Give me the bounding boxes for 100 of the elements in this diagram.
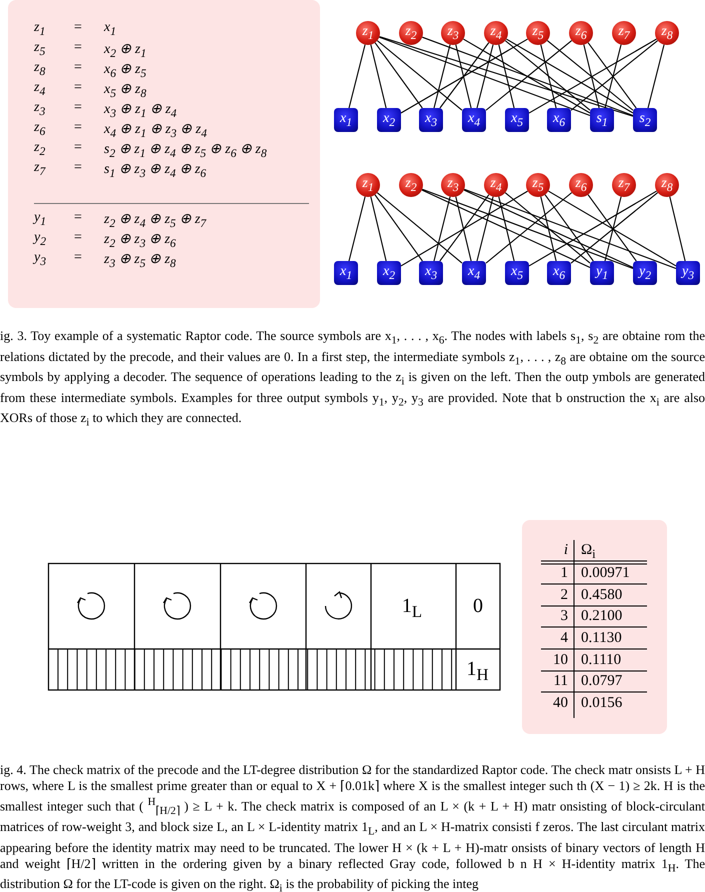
connector-line: [464, 190, 634, 268]
symbol-node: x$_{4}$: [462, 261, 486, 285]
connector-line: [583, 44, 600, 108]
symbol-node: x$_{4}$: [462, 108, 486, 132]
table-cell-text: 40: [552, 694, 568, 712]
equation: z$_{6}$ = x$_{4}$ ⊕ z$_{1}$ ⊕ z$_{3}$ ⊕ z$_{4}$: [34, 120, 207, 140]
symbol-node: x$_{6}$: [547, 261, 571, 285]
table-cell-text: 3: [560, 607, 568, 625]
connector-line: [376, 192, 462, 264]
column-header: Ω$_{i}$: [581, 541, 597, 563]
connector-line: [400, 190, 528, 266]
symbol-node: x$_{6}$: [547, 108, 571, 132]
connector-line: [528, 190, 657, 266]
symbol-node: x$_{5}$: [505, 261, 529, 285]
connector-line: [348, 196, 366, 262]
connector-line: [400, 38, 528, 114]
figure-caption: ig. 4. The check matrix of the precode and the LT-degree distribution Ω for the standardized Raptor code. The check matr onsists L + H rows, where L is the smallest prime greater than or equal to X + ⌈0.01k⌉ where X is the smallest integer such th (X − 1) ≥ 2k. H is the smallest integer such that ( $^{H}$$_{⌈H/2⌉}$ ) ≥ L + k. The check matrix is composed of an L × (k + L + H) matr onsisting of block-circulant matrices of row-weight 3, and block size L, an L × L-identity matrix 1$_{L}$, and an L × H-matrix consisti f zeros. The last circulant matrix appearing before the identity matrix may need to be truncated. The lower H × (k + L + H)-matr onsists of binary vectors of length H and weight ⌈H/2⌉ written in the ordering given by a binary reflected Gray code, followed b n H × H-identity matrix 1$_{H}$. The distribution Ω for the LT-code is given on the right. Ω$_{i}$ is the probability of picking the integ: [0, 762, 705, 892]
connector-line: [570, 40, 658, 111]
connector-line: [464, 188, 676, 270]
connector-line: [604, 196, 622, 262]
connector-line: [498, 44, 515, 108]
intermediate-symbol-node: z$_{2}$: [399, 173, 423, 197]
symbol-node: x$_{3}$: [419, 108, 443, 132]
symbol-node: y$_{2}$: [633, 261, 657, 285]
connector-line: [486, 40, 572, 111]
connector-line: [374, 42, 423, 108]
connector-line: [422, 36, 634, 116]
matrix-label: 0: [472, 597, 484, 615]
table-cell-text: 10: [552, 651, 568, 669]
intermediate-symbol-node: z$_{7}$: [612, 173, 636, 197]
connector-line: [370, 44, 387, 108]
intermediate-symbol-node: z$_{8}$: [655, 21, 679, 45]
column-header: i: [562, 541, 568, 559]
connector-line: [588, 194, 637, 262]
intermediate-symbol-node: z$_{5}$: [526, 21, 550, 45]
symbol-node: x$_{1}$: [334, 261, 358, 285]
equation: z$_{8}$ = x$_{6}$ ⊕ z$_{5}$: [34, 60, 146, 80]
symbol-node: s$_{2}$: [633, 108, 657, 132]
connector-line: [440, 42, 490, 108]
connector-line: [422, 188, 634, 269]
connector-line: [506, 38, 634, 114]
equation: y$_{2}$ = z$_{2}$ ⊕ z$_{3}$ ⊕ z$_{6}$: [34, 230, 176, 250]
figure-caption: ig. 3. Toy example of a systematic Raptor code. The source symbols are x$_{1}$, . . . , x$_{6}$. The nodes with labels s$_{1}$, s$_{2}$ are obtaine rom the relations dictated by the precode, and their values are 0. In a first step, the intermediate symbols z$_{1}$, . . . , z$_{8}$ are obtaine om the source symbols by applying a decoder. The sequence of operations leading to the z$_{i}$ is given on the left. Then the outp ymbols are generated from these intermediate symbols. Examples for three output symbols y$_{1}$, y$_{2}$, y$_{3}$ are provided. Note that b onstruction the x$_{i}$ are also XORs of those z$_{i}$ to which they are connected.: [0, 328, 705, 431]
connector-line: [379, 36, 590, 116]
table-cell-text: 0.0797: [581, 672, 624, 690]
connector-line: [504, 192, 590, 264]
table-cell-text: 11: [552, 672, 568, 690]
connector-line: [434, 44, 451, 108]
intermediate-symbol-node: z$_{3}$: [441, 173, 465, 197]
connector-line: [648, 44, 665, 108]
equation: z$_{2}$ = s$_{2}$ ⊕ z$_{1}$ ⊕ z$_{4}$ ⊕ z$_{5}$ ⊕ z$_{6}$ ⊕ z$_{8}$: [34, 140, 267, 160]
matrix-label: 1$_{L}$: [400, 597, 424, 621]
connector-line: [374, 194, 423, 262]
symbol-node: s$_{1}$: [590, 108, 614, 132]
intermediate-symbol-node: z$_{7}$: [612, 21, 636, 45]
equation: z$_{5}$ = x$_{2}$ ⊕ z$_{1}$: [34, 40, 146, 60]
connector-line: [476, 44, 494, 108]
intermediate-symbol-node: z$_{6}$: [569, 173, 593, 197]
connector-line: [540, 196, 557, 262]
intermediate-symbol-node: z$_{2}$: [399, 21, 423, 45]
connector-line: [570, 192, 658, 264]
connector-line: [455, 44, 472, 108]
symbol-node: x$_{1}$: [334, 108, 358, 132]
table-cell-text: 0.0156: [581, 694, 624, 712]
symbol-node: x$_{5}$: [505, 108, 529, 132]
intermediate-symbol-node: z$_{4}$: [484, 173, 508, 197]
table-cell-text: 0.4580: [581, 586, 624, 604]
intermediate-symbol-node: z$_{1}$: [356, 173, 380, 197]
equation: z$_{3}$ = x$_{3}$ ⊕ z$_{1}$ ⊕ z$_{4}$: [34, 100, 177, 120]
table-cell-text: 0.00971: [581, 564, 631, 582]
connector-line: [588, 42, 637, 108]
connector-line: [348, 44, 366, 108]
connector-line: [476, 196, 494, 262]
connector-line: [498, 196, 515, 262]
equation: z$_{4}$ = x$_{5}$ ⊕ z$_{8}$: [34, 80, 146, 100]
connector-line: [463, 38, 590, 114]
connector-line: [546, 40, 634, 111]
connector-line: [544, 194, 594, 262]
equation: z$_{7}$ = s$_{1}$ ⊕ z$_{3}$ ⊕ z$_{4}$ ⊕ z$_{6}$: [34, 160, 206, 180]
intermediate-symbol-node: z$_{6}$: [569, 21, 593, 45]
connector-line: [604, 44, 622, 108]
connector-line: [433, 196, 451, 262]
table-cell-text: 0.2100: [581, 607, 624, 625]
connector-line: [548, 190, 676, 266]
connector-line: [455, 196, 472, 262]
equations-panel: [8, 0, 320, 308]
connector-line: [379, 36, 634, 117]
equation: y$_{3}$ = z$_{3}$ ⊕ z$_{5}$ ⊕ z$_{8}$: [34, 250, 176, 270]
connector-line: [669, 196, 686, 262]
table-cell-text: 1: [560, 564, 568, 582]
intermediate-symbol-node: z$_{3}$: [441, 21, 465, 45]
symbol-node: x$_{3}$: [419, 261, 443, 285]
table-cell-text: 4: [560, 629, 568, 647]
connector-line: [540, 44, 557, 108]
connector-line: [439, 194, 490, 262]
symbol-node: x$_{2}$: [377, 108, 401, 132]
equation: z$_{1}$ = x$_{1}$: [34, 20, 116, 38]
equation: y$_{1}$ = z$_{2}$ ⊕ z$_{4}$ ⊕ z$_{5}$ ⊕ z$_{7}$: [34, 210, 206, 230]
intermediate-symbol-node: z$_{4}$: [484, 21, 508, 45]
intermediate-symbol-node: z$_{5}$: [526, 173, 550, 197]
